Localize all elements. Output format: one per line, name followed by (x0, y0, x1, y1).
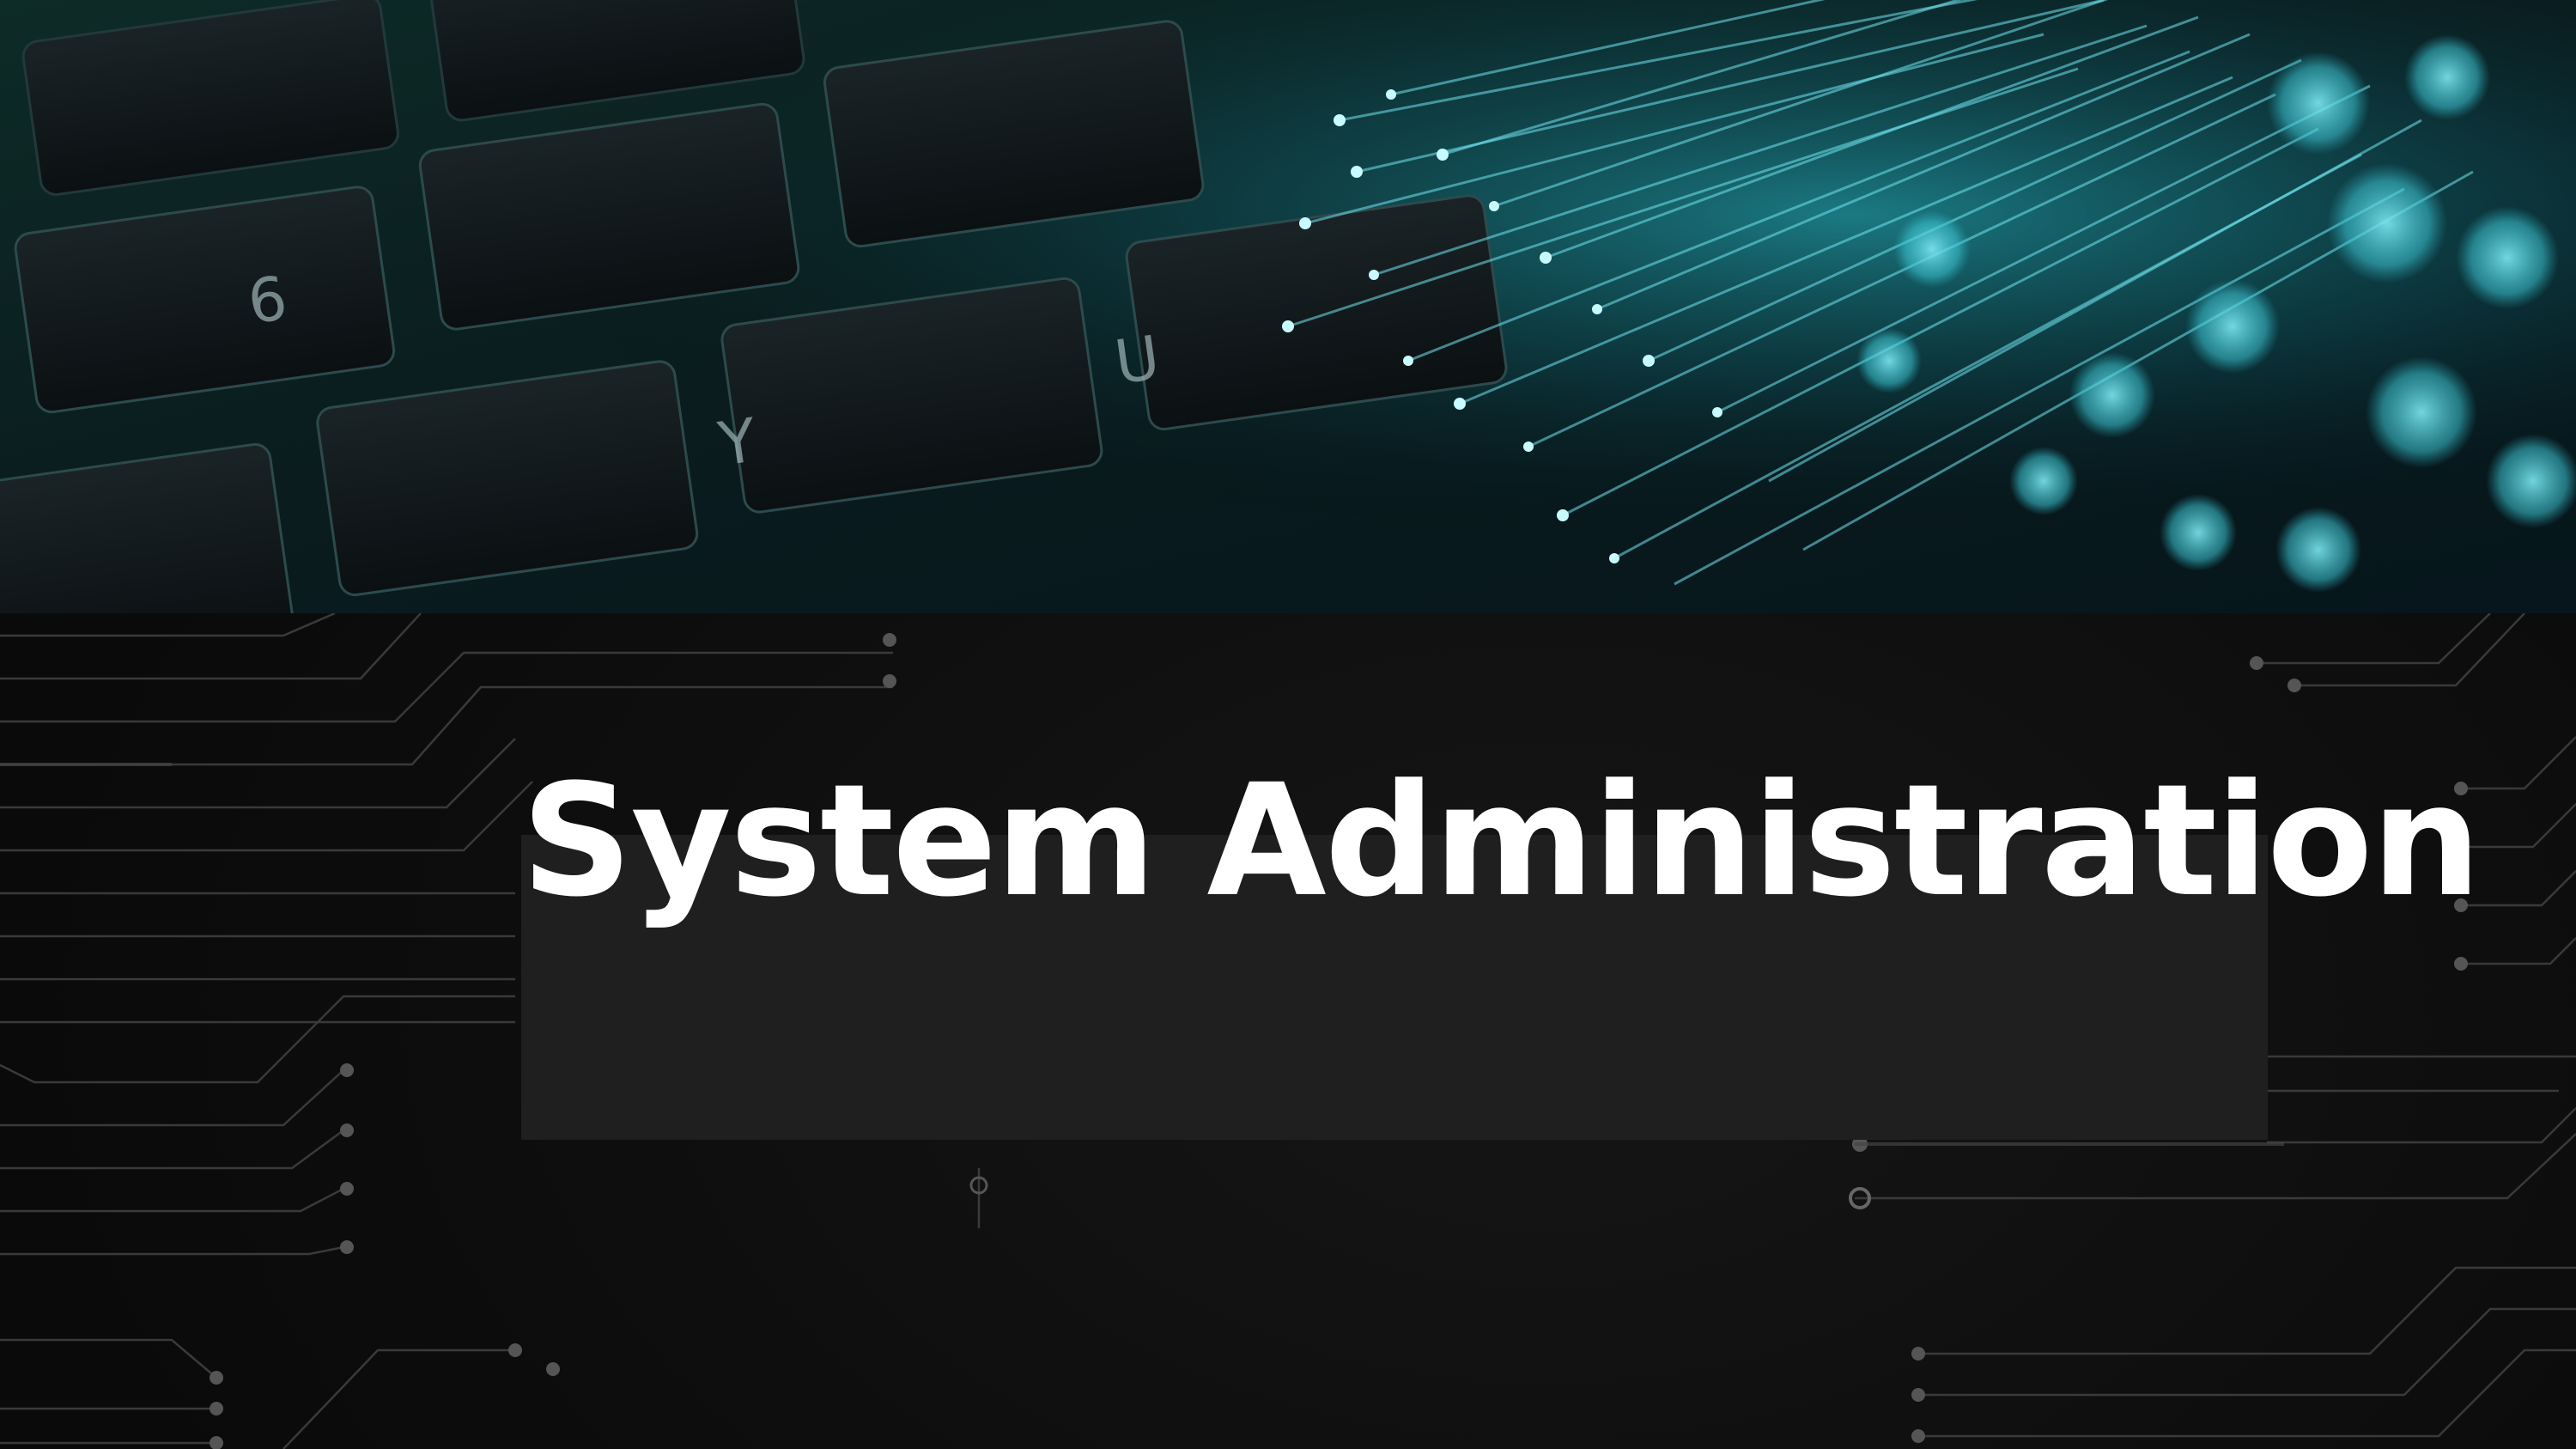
svg-text:U: U (1110, 322, 1163, 398)
slide-title: System Administration (521, 752, 2482, 931)
circuit-glow-lines (0, 763, 2284, 1146)
bokeh-lights (1856, 34, 2576, 593)
circuit-traces-right (1855, 613, 2576, 1438)
circuit-traces-left (0, 613, 981, 1449)
hero-image: 6 Y U (0, 0, 2576, 613)
title-panel (521, 835, 2268, 1140)
circuit-nodes (210, 633, 2468, 1449)
circuit-background (0, 613, 2576, 1449)
fiber-tips (1282, 89, 1722, 563)
keyboard-keys: 6 Y U (0, 0, 1508, 613)
